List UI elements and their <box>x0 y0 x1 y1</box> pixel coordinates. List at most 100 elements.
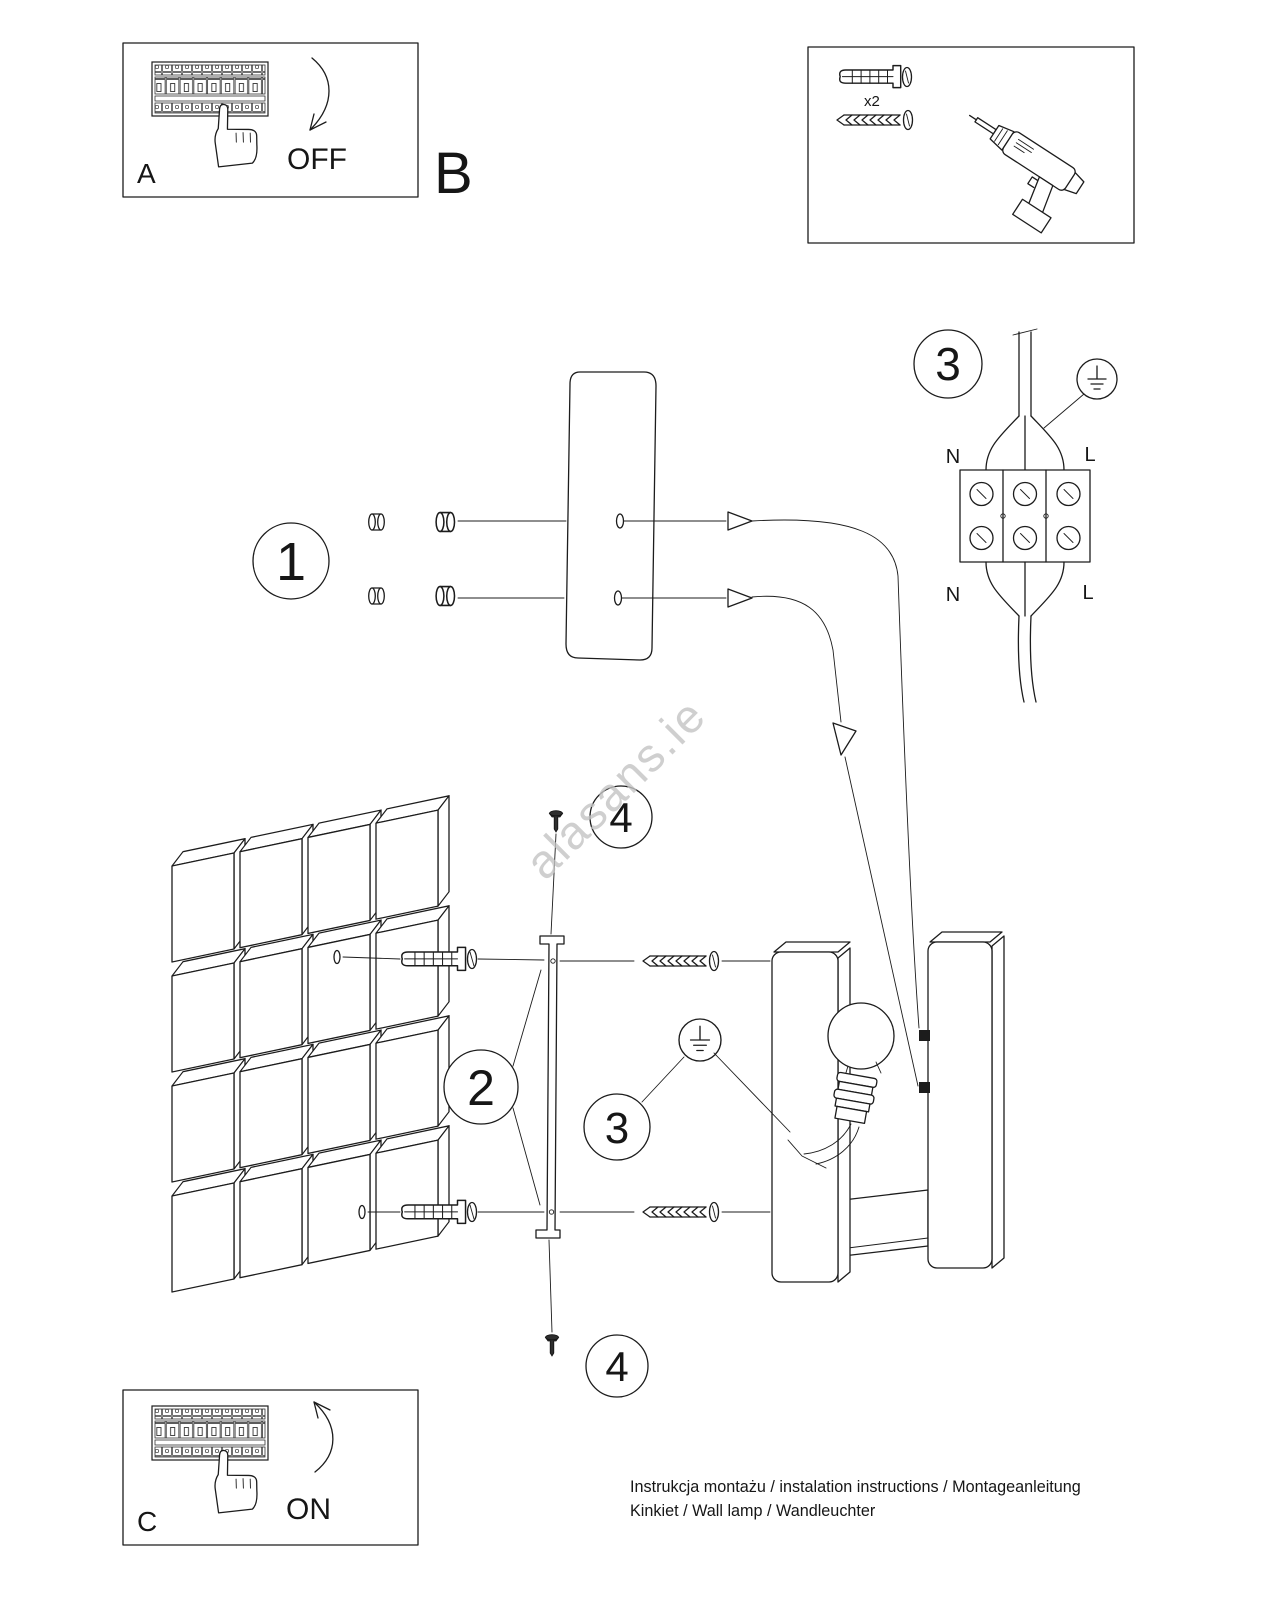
off-arrow-icon <box>309 57 330 131</box>
step-2-group: 2 <box>342 935 771 1239</box>
circuit-breaker-icon <box>151 1405 269 1461</box>
wall-tile <box>307 1029 382 1155</box>
neutral-label-top: N <box>946 446 960 468</box>
fixing-part-icon <box>368 513 385 531</box>
leader-line <box>621 520 727 599</box>
wall-tile <box>375 905 450 1030</box>
on-arrow-icon <box>313 1401 334 1473</box>
bulb-socket <box>833 1071 878 1125</box>
live-label-bottom: L <box>1082 582 1093 604</box>
screw-count-label: x2 <box>864 93 880 110</box>
wires-bottom <box>985 561 1065 617</box>
wall-tile <box>307 1139 382 1265</box>
parts-box-border <box>807 46 1135 244</box>
light-bulb <box>827 1002 895 1070</box>
live-label-top: L <box>1084 444 1095 466</box>
wall-tile <box>171 838 246 963</box>
watermark-text: alasans.ie <box>515 688 716 889</box>
wall-tile <box>239 823 314 949</box>
step-4-bottom-group: 4 <box>545 1239 649 1398</box>
wall-tile <box>375 795 450 920</box>
step-3-number: 3 <box>935 338 961 390</box>
footer-line-2: Kinkiet / Wall lamp / Wandleuchter <box>630 1502 876 1520</box>
drill-icon <box>968 114 1085 234</box>
mounting-screw-icon <box>642 1201 720 1223</box>
step-4-badge <box>589 785 653 849</box>
wall-tile <box>171 948 246 1073</box>
fixing-part-icon <box>368 587 385 605</box>
step-3-earth-group: 3 <box>583 1018 791 1161</box>
plate-hole <box>613 590 623 606</box>
wall-tile <box>171 1168 246 1293</box>
leader-line <box>469 951 545 967</box>
plate-hole <box>615 513 625 529</box>
power-off-panel: A OFF <box>122 42 419 198</box>
mains-cable-bottom <box>1017 615 1037 703</box>
cable-cut-mark <box>1012 328 1038 336</box>
lamp-bar-left <box>771 951 839 1283</box>
circuit-breaker-icon <box>151 61 269 117</box>
terminal-point <box>919 1030 930 1041</box>
earth-symbol-icon <box>1076 358 1118 400</box>
leader-line <box>721 960 771 1213</box>
leader-line <box>559 960 635 1213</box>
fixing-part-icon <box>435 585 456 607</box>
section-b-label: B <box>434 141 473 206</box>
wall-tile <box>375 1015 450 1140</box>
power-on-panel: C ON <box>122 1389 419 1546</box>
terminal-point <box>919 1082 930 1093</box>
panel-a-label: A <box>137 158 156 189</box>
direction-arrow-icon <box>727 588 753 608</box>
cable-route-line <box>751 519 920 1029</box>
direction-arrow-icon <box>832 722 857 756</box>
socket-bracket <box>787 1139 827 1169</box>
step-2-badge <box>443 1049 519 1125</box>
socket-wires <box>803 1123 860 1165</box>
cable-route-line <box>751 595 842 723</box>
step-1-badge <box>252 522 330 600</box>
earth-leader-line <box>1043 393 1085 429</box>
direction-arrow-icon <box>727 511 753 531</box>
neutral-label-bottom: N <box>946 584 960 606</box>
mounting-screw-icon <box>642 950 720 972</box>
wall-tile <box>307 809 382 935</box>
wall-tile <box>375 1125 450 1250</box>
mounting-bracket <box>535 935 565 1239</box>
leader-line <box>457 520 567 599</box>
wall-tile <box>239 1153 314 1279</box>
drill-hole <box>333 949 341 965</box>
off-label: OFF <box>287 143 347 176</box>
bracket-hole <box>548 1209 555 1215</box>
leader-line <box>469 1204 545 1220</box>
cable-route-line <box>844 756 919 1087</box>
step-3-badge <box>913 329 983 399</box>
wall-tile <box>239 1043 314 1169</box>
earth-leader-line <box>713 1052 791 1133</box>
lamp-bar-top-face <box>773 941 851 953</box>
wires-top <box>985 415 1065 471</box>
small-screw-icon <box>545 1334 559 1357</box>
footer: Instrukcja montażu / instalation instruc… <box>630 1478 1081 1520</box>
wall-tile <box>239 933 314 1059</box>
step-4-number: 4 <box>605 1343 628 1390</box>
leader-line <box>342 956 401 1213</box>
step-4-top-group: 4 <box>549 785 653 935</box>
bracket-indicator-line <box>512 969 542 1206</box>
step-4-number: 4 <box>609 794 632 841</box>
lamp-bar-top-face <box>929 931 1003 943</box>
terminal-block <box>959 469 1091 563</box>
footer-line-1: Instrukcja montażu / instalation instruc… <box>630 1478 1081 1496</box>
step-1-number: 1 <box>276 532 306 592</box>
step-3-number: 3 <box>605 1104 629 1153</box>
on-label: ON <box>286 1493 331 1526</box>
leader-line <box>641 1056 685 1103</box>
wall-tile <box>307 919 382 1045</box>
wall-lamp <box>771 931 1005 1283</box>
drill-hole <box>358 1204 366 1220</box>
earth-symbol-icon <box>678 1018 722 1062</box>
wall-plate <box>565 371 657 661</box>
leader-line <box>550 833 557 935</box>
fixing-part-icon <box>435 511 456 533</box>
